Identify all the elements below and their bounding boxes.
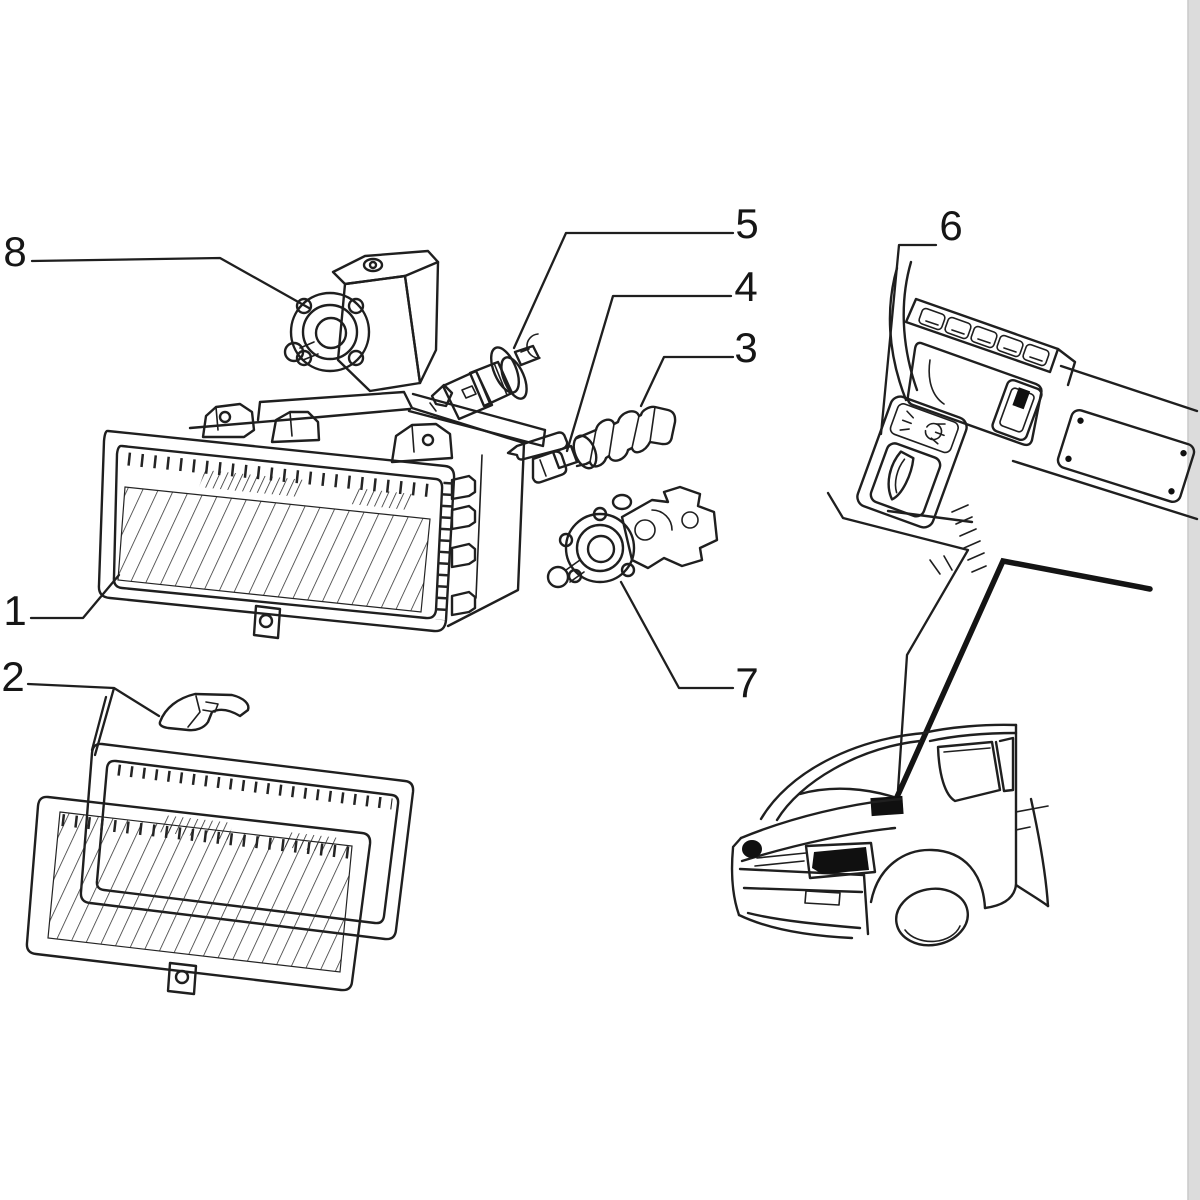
side-window — [936, 740, 1002, 803]
mount-bracket — [201, 402, 256, 439]
part-8-beam-adjuster-motor — [283, 249, 440, 393]
dash-switch-opening — [906, 341, 1043, 447]
motor-ball-stud — [546, 565, 570, 589]
fog-light-icon — [899, 410, 946, 445]
scan-edge-band — [1187, 0, 1200, 1200]
callout-6: 6 — [939, 202, 962, 249]
lamp-lower-tab — [252, 604, 282, 640]
callouts: 8 5 4 3 6 1 2 7 — [1, 200, 963, 757]
license-recess — [804, 890, 841, 906]
switch-icon-panel — [889, 403, 959, 454]
part-7-adjuster-motor — [546, 485, 719, 589]
motor-body — [620, 485, 719, 570]
front-wheel — [895, 887, 969, 947]
bulb-terminal — [513, 344, 541, 367]
part-6-dashboard-and-switch — [856, 260, 1199, 575]
switch-rocker — [887, 450, 915, 501]
dash-vent-strip — [904, 297, 1060, 374]
leader-line-6 — [879, 243, 938, 436]
leader-line-8 — [30, 256, 311, 310]
part-1-fog-lamp-assembly — [97, 333, 547, 640]
callout-8: 8 — [3, 228, 26, 275]
part-2-lens-frame-group — [25, 692, 415, 996]
callout-4: 4 — [734, 263, 757, 310]
bulb-flange — [489, 346, 521, 394]
spare-lens-hatched — [47, 811, 353, 973]
lamp-bezel-outer — [97, 429, 456, 633]
callout-1: 1 — [3, 587, 26, 634]
motor-top-nipple — [362, 257, 384, 273]
thick-pointer-line — [894, 557, 1153, 800]
dash-blank-switch — [991, 378, 1043, 442]
callout-3: 3 — [734, 324, 757, 371]
leader-line-4 — [565, 294, 733, 453]
bulb-holder-rod — [506, 431, 569, 461]
mount-bracket — [270, 410, 321, 444]
windshield — [759, 731, 927, 821]
callout-5: 5 — [735, 200, 758, 247]
spare-lens-outer — [25, 795, 372, 992]
leader-line-5 — [512, 231, 735, 350]
callout-2: 2 — [1, 653, 24, 700]
switch-connector-pins — [929, 504, 987, 575]
callout-7: 7 — [735, 659, 758, 706]
mount-bracket — [390, 422, 454, 464]
lamp-bezel-inner — [112, 444, 444, 620]
fog-lamp-switch — [856, 395, 987, 575]
dash-screw-plate — [1056, 408, 1196, 504]
headlight — [804, 841, 877, 880]
bulb-glass — [531, 450, 568, 484]
motor-flange-outer — [289, 291, 371, 373]
location-pointer-lines — [826, 491, 1153, 800]
frame-flute-ticks — [117, 764, 393, 810]
retaining-clip — [158, 692, 250, 732]
part-5-halogen-bulb — [429, 344, 541, 421]
part-4-wedge-bulb — [506, 431, 579, 484]
part-3-rubber-boot — [572, 405, 677, 470]
leader-line-2 — [26, 682, 161, 757]
hood — [739, 797, 903, 840]
motor-ball-stud — [283, 341, 305, 363]
leader-line-1 — [29, 573, 121, 620]
lens-frame-inner — [95, 759, 400, 925]
bulb-socket — [551, 444, 579, 470]
vehicle-location-view — [730, 723, 1050, 947]
leader-line-3 — [639, 355, 735, 408]
leader-line-7 — [619, 580, 735, 690]
lens-lower-tab — [166, 961, 198, 996]
thin-pointer-line — [826, 491, 970, 792]
badge-dot — [742, 840, 762, 858]
wheel-arch — [869, 848, 987, 910]
bezel-edge-ticks — [435, 481, 455, 621]
lamp-lens-hatched — [117, 486, 431, 613]
